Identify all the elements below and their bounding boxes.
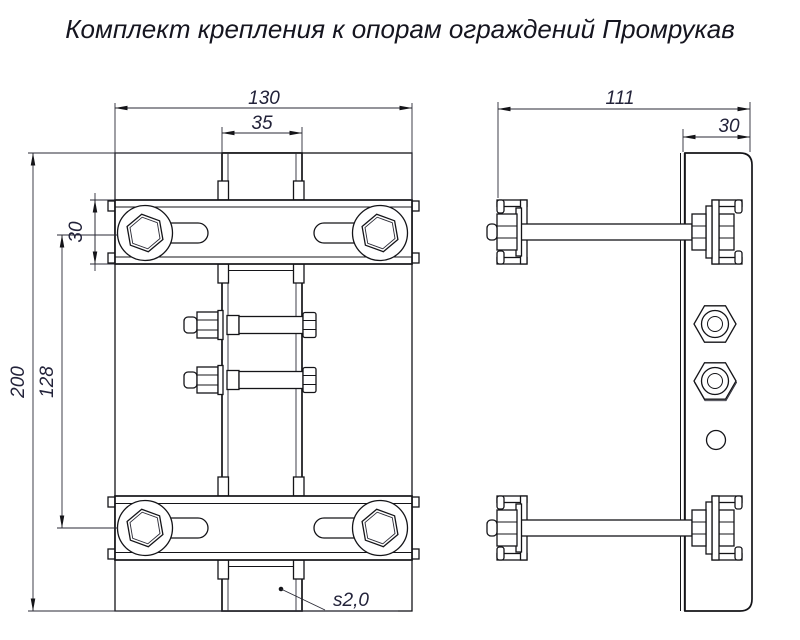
- dim-30-depth: 30: [718, 116, 740, 137]
- dim-200: 200: [8, 366, 29, 399]
- bracket-bolt: [351, 204, 409, 262]
- thickness-label: s2,0: [333, 590, 369, 611]
- front-top-bracket: [107, 199, 420, 265]
- dim-35: 35: [251, 113, 273, 134]
- dim-128: 128: [37, 366, 58, 398]
- spare-hole: [705, 429, 727, 451]
- bracket-bolt: [116, 499, 174, 557]
- front-bottom-bracket: [107, 495, 420, 561]
- bracket-bolt: [351, 499, 409, 557]
- dimensions: 130 35 200 128 30 111 30 s2,0: [8, 88, 751, 612]
- dim-111: 111: [606, 88, 635, 109]
- front-view: [107, 152, 420, 612]
- bracket-bolt: [116, 204, 174, 262]
- side-view: [486, 152, 753, 612]
- thickness-callout: s2,0: [278, 586, 369, 611]
- side-nut: [693, 362, 738, 402]
- dim-130: 130: [248, 88, 280, 109]
- drawing-title: Комплект крепления к опорам ограждений П…: [65, 14, 735, 44]
- dim-30-bracket: 30: [66, 221, 87, 243]
